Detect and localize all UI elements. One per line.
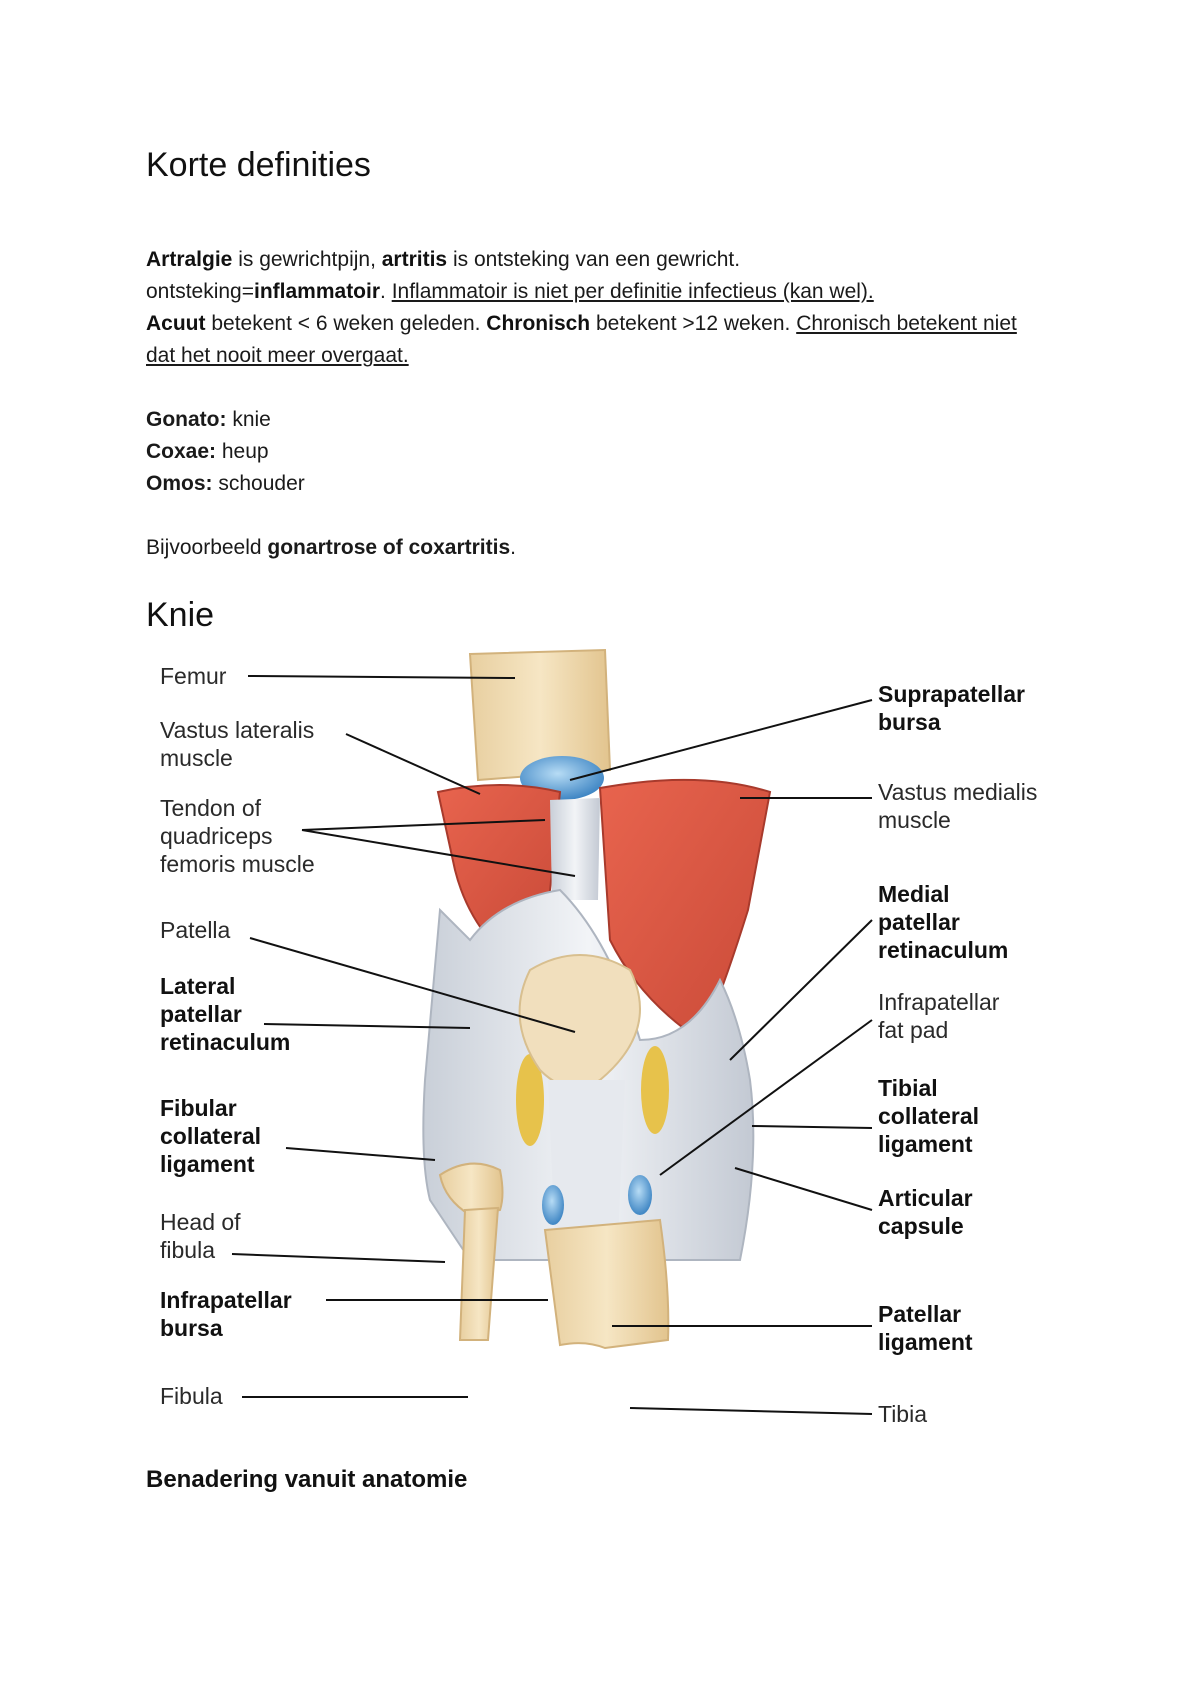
tibia-shape	[543, 1218, 670, 1350]
patellar-ligament-shape	[548, 1080, 625, 1240]
label-vastus-lateralis: Vastus lateralis	[160, 717, 314, 743]
label-suprapatellar-bursa: bursa	[878, 709, 941, 735]
label-patellar-ligament: Patellar	[878, 1301, 961, 1327]
fibula-head-shape	[438, 1162, 504, 1217]
label-femur: Femur	[160, 663, 227, 689]
label-vastus-medialis: Vastus medialis	[878, 779, 1037, 805]
term-label: Coxae:	[146, 440, 217, 463]
label-medial-retinaculum: Medial	[878, 881, 950, 907]
patella-shape	[518, 954, 641, 1089]
term-chronisch: Chronisch	[486, 312, 591, 335]
label-medial-retinaculum: retinaculum	[878, 937, 1008, 963]
text: betekent < 6 weken geleden.	[205, 312, 487, 335]
label-vastus-lateralis: muscle	[160, 745, 233, 771]
text: is gewrichtpijn,	[232, 248, 382, 271]
label-head-of-fibula: fibula	[160, 1237, 215, 1263]
label-fibular-collateral: collateral	[160, 1123, 261, 1149]
infrapatellar-bursa-shape	[628, 1175, 652, 1215]
label-suprapatellar-bursa: Suprapatellar	[878, 681, 1025, 707]
label-articular-capsule: Articular	[878, 1185, 973, 1211]
term-item: Omos: schouder	[146, 468, 305, 500]
text: ontsteking=	[146, 280, 254, 303]
label-medial-retinaculum: patellar	[878, 909, 960, 935]
text: Bijvoorbeeld	[146, 536, 268, 559]
label-tendon-quadriceps: femoris muscle	[160, 851, 315, 877]
label-tibial-collateral: Tibial	[878, 1075, 938, 1101]
underlined-note: Inflammatoir is niet per definitie infec…	[391, 280, 874, 303]
term-artritis: artritis	[381, 248, 448, 271]
term-inflammatoir: inflammatoir	[254, 280, 381, 303]
text: betekent >12 weken.	[590, 312, 797, 335]
section-title-anatomie: Benadering vanuit anatomie	[146, 1466, 468, 1493]
fat-pad-shape	[516, 1054, 544, 1146]
terms-list: Gonato: knie Coxae: heup Omos: schouder	[146, 404, 305, 500]
label-articular-capsule: capsule	[878, 1213, 964, 1239]
label-infrapatellar-fat-pad: Infrapatellar	[878, 989, 1000, 1015]
term-label: Gonato:	[146, 408, 227, 431]
knee-anatomy-figure: Femur Vastus lateralis muscle Tendon of …	[0, 640, 1200, 1460]
label-patellar-ligament: ligament	[878, 1329, 973, 1355]
label-fibular-collateral: ligament	[160, 1151, 255, 1177]
label-vastus-medialis: muscle	[878, 807, 951, 833]
term-meaning: heup	[216, 440, 269, 463]
section-title-knie: Knie	[146, 596, 215, 634]
label-lateral-retinaculum: Lateral	[160, 973, 235, 999]
knee-illustration: Femur Vastus lateralis muscle Tendon of …	[160, 648, 1037, 1427]
term-item: Gonato: knie	[146, 404, 305, 436]
term-meaning: schouder	[212, 472, 305, 495]
definitions-paragraph: Artralgie is gewrichtpijn, artritis is o…	[146, 244, 1046, 372]
page-title: Korte definities	[146, 146, 371, 184]
label-infrapatellar-bursa: bursa	[160, 1315, 223, 1341]
term-item: Coxae: heup	[146, 436, 305, 468]
vastus-medialis-shape	[598, 778, 772, 1042]
label-tendon-quadriceps: Tendon of	[160, 795, 262, 821]
label-head-of-fibula: Head of	[160, 1209, 241, 1235]
label-fibular-collateral: Fibular	[160, 1095, 237, 1121]
leader-lines	[231, 675, 873, 1415]
quadriceps-tendon-shape	[550, 798, 600, 900]
text: .	[510, 536, 516, 559]
label-tibia: Tibia	[878, 1401, 927, 1427]
label-tibial-collateral: collateral	[878, 1103, 979, 1129]
text: .	[380, 280, 392, 303]
term-acuut: Acuut	[146, 312, 206, 335]
fat-pad-shape	[641, 1046, 669, 1134]
infrapatellar-bursa-shape	[542, 1185, 564, 1225]
term-label: Omos:	[146, 472, 213, 495]
label-infrapatellar-bursa: Infrapatellar	[160, 1287, 292, 1313]
term-meaning: knie	[226, 408, 271, 431]
term-artralgie: Artralgie	[146, 248, 233, 271]
label-lateral-retinaculum: patellar	[160, 1001, 242, 1027]
text: is ontsteking van een gewricht.	[447, 248, 741, 271]
underlined-note: Chronisch betekent niet dat het nooit me…	[146, 312, 1017, 367]
example-sentence: Bijvoorbeeld gonartrose of coxartritis.	[146, 532, 516, 564]
example-terms: gonartrose of coxartritis	[267, 536, 511, 559]
label-infrapatellar-fat-pad: fat pad	[878, 1017, 948, 1043]
label-tibial-collateral: ligament	[878, 1131, 973, 1157]
label-tendon-quadriceps: quadriceps	[160, 823, 273, 849]
fibula-shape	[458, 1206, 500, 1341]
label-patella: Patella	[160, 917, 231, 943]
label-fibula: Fibula	[160, 1383, 223, 1409]
label-lateral-retinaculum: retinaculum	[160, 1029, 290, 1055]
